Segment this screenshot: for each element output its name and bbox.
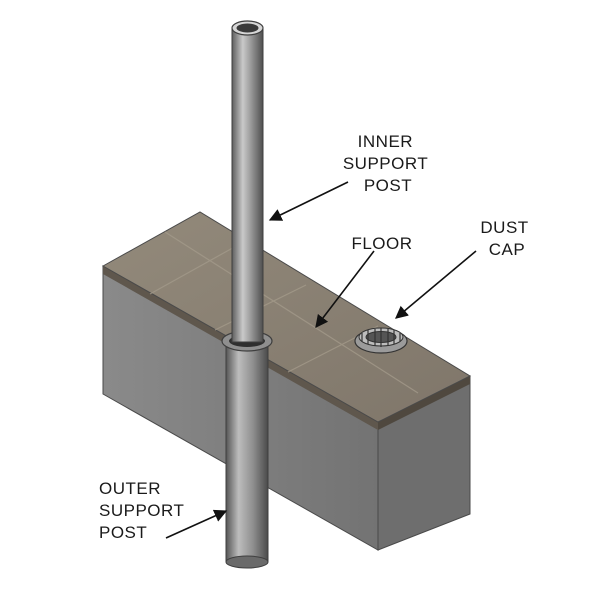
- outer-label-line-3: POST: [99, 523, 147, 542]
- inner-label-line-2: SUPPORT: [343, 154, 428, 173]
- outer-support-post-label: OUTER SUPPORT POST: [99, 479, 189, 542]
- dust-cap-label-line-2: CAP: [489, 240, 525, 259]
- outer-post-bottom-rim: [225, 555, 269, 569]
- floor-leader: [315, 250, 375, 329]
- inner-post-top-hole: [236, 23, 259, 33]
- outer-post-leader: [165, 509, 228, 539]
- outer-support-post: [225, 341, 269, 563]
- dust-cap-label: DUST CAP: [480, 218, 533, 259]
- floor-surface: [101, 211, 472, 423]
- inner-support-post: [231, 27, 264, 343]
- floor-label-line-1: FLOOR: [351, 234, 412, 253]
- inner-label-line-1: INNER: [358, 132, 413, 151]
- floor-edge-end: [378, 376, 470, 430]
- outer-label-line-1: OUTER: [99, 479, 161, 498]
- dust-cap: [354, 327, 408, 354]
- inner-support-post-label: INNER SUPPORT POST: [343, 132, 433, 195]
- outer-label-line-2: SUPPORT: [99, 501, 184, 520]
- inner-label-line-3: POST: [364, 176, 412, 195]
- inner-post-leader: [268, 181, 349, 221]
- dust-cap-leader: [395, 250, 477, 319]
- dust-cap-label-line-1: DUST: [480, 218, 528, 237]
- floor-label: FLOOR: [351, 234, 412, 253]
